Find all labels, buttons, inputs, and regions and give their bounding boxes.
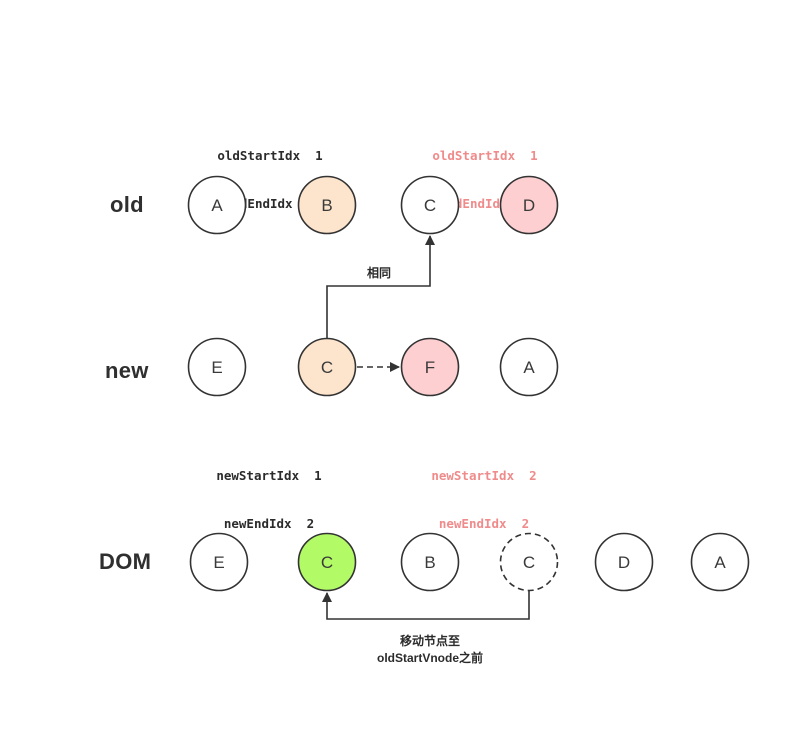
old-indices-after: oldStartIdx 1 oldEndIdx 3 bbox=[415, 116, 555, 244]
new-node-e-0: E bbox=[187, 337, 247, 397]
new-node-f-2: F bbox=[400, 337, 460, 397]
old-indices-before: oldStartIdx 1 oldEndIdx 3 bbox=[200, 116, 340, 244]
new-indices-after: newStartIdx 2 newEndIdx 2 bbox=[414, 436, 554, 564]
dom-node-letter: D bbox=[618, 553, 630, 572]
new-node-circle bbox=[499, 337, 559, 397]
new-node-circle bbox=[400, 337, 460, 397]
move-connector-line bbox=[322, 590, 530, 620]
new-end-idx-after: newEndIdx 2 bbox=[438, 516, 530, 531]
new-node-letter: E bbox=[211, 358, 222, 377]
old-end-idx-before: oldEndIdx 3 bbox=[224, 196, 316, 211]
old-start-idx-before: oldStartIdx 1 bbox=[217, 148, 323, 163]
new-end-idx-before: newEndIdx 2 bbox=[223, 516, 315, 531]
same-label: 相同 bbox=[366, 266, 391, 280]
new-node-a-3: A bbox=[499, 337, 559, 397]
row-label-new: new bbox=[105, 358, 149, 383]
row-label-old: old bbox=[110, 192, 144, 217]
move-note: 移动节点至 oldStartVnode之前 bbox=[355, 633, 505, 667]
move-note-line1: 移动节点至 bbox=[399, 634, 460, 648]
new-indices-before: newStartIdx 1 newEndIdx 2 bbox=[199, 436, 339, 564]
dom-node-letter: A bbox=[714, 553, 726, 572]
old-start-idx-after: oldStartIdx 1 bbox=[432, 148, 538, 163]
new-node-circle bbox=[297, 337, 357, 397]
dom-node-circle bbox=[690, 532, 750, 592]
new-start-idx-before: newStartIdx 1 bbox=[216, 468, 322, 483]
old-end-idx-after: oldEndIdx 3 bbox=[439, 196, 531, 211]
row-label-dom: DOM bbox=[99, 549, 152, 574]
new-start-idx-after: newStartIdx 2 bbox=[431, 468, 537, 483]
same-connector-line bbox=[326, 235, 435, 338]
dom-node-a-5: A bbox=[690, 532, 750, 592]
new-node-c-1: C bbox=[297, 337, 357, 397]
dom-node-d-4: D bbox=[594, 532, 654, 592]
move-note-line2: oldStartVnode之前 bbox=[376, 651, 483, 665]
new-node-letter: F bbox=[425, 358, 435, 377]
new-node-letter: C bbox=[321, 358, 333, 377]
new-node-circle bbox=[187, 337, 247, 397]
dom-node-circle bbox=[594, 532, 654, 592]
new-node-letter: A bbox=[523, 358, 535, 377]
